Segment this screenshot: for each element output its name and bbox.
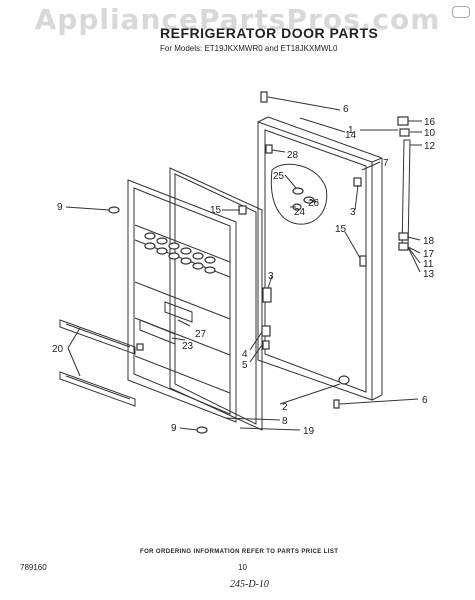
- callout-6a: 6: [343, 104, 349, 115]
- door-gasket: [169, 167, 263, 431]
- callout-3a: 3: [350, 207, 356, 218]
- door-shelves: [59, 319, 136, 407]
- outer-door-panel: [257, 116, 383, 401]
- small-parts: [108, 91, 367, 434]
- callout-10: 10: [424, 128, 436, 139]
- callout-15b: 15: [335, 224, 347, 235]
- callout-9b: 9: [171, 423, 177, 434]
- watermark: AppliancePartsPros.com: [34, 3, 441, 36]
- callout-5: 5: [242, 360, 248, 371]
- callout-1: 1: [348, 125, 354, 136]
- inner-door-liner: [127, 179, 237, 423]
- diagram-title: REFRIGERATOR DOOR PARTS: [160, 25, 379, 41]
- callout-27: 27: [195, 329, 207, 340]
- callout-20: 20: [52, 344, 64, 355]
- ordering-info-note: FOR ORDERING INFORMATION REFER TO PARTS …: [140, 549, 339, 555]
- model-numbers: For Models: ET19JKXMWR0 and ET18JKXMWL0: [160, 44, 338, 53]
- handwritten-note: 245-D-10: [230, 579, 269, 590]
- callout-25: 25: [273, 171, 285, 182]
- callout-9a: 9: [57, 202, 63, 213]
- callout-11: 11: [423, 259, 434, 270]
- callout-28: 28: [287, 150, 299, 161]
- callout-24: 24: [294, 207, 306, 218]
- corner-mark: [452, 6, 470, 18]
- callout-16: 16: [424, 117, 436, 128]
- page-number: 10: [238, 563, 247, 572]
- callout-4: 4: [242, 349, 248, 360]
- callout-18: 18: [423, 236, 435, 247]
- callout-23: 23: [182, 341, 194, 352]
- callout-19: 19: [303, 426, 315, 437]
- diagram-code: 789160: [20, 563, 47, 572]
- callout-8: 8: [282, 416, 288, 427]
- callout-labels: 6 16 1 14 10 12 28 7 25 26 24 3 15 15 9 …: [52, 104, 436, 437]
- leader-lines: [65, 96, 422, 431]
- callout-17: 17: [423, 249, 435, 260]
- callout-14: 14: [345, 130, 357, 141]
- callout-2: 2: [282, 402, 288, 413]
- foam-cutout-area: [270, 163, 328, 225]
- callout-7: 7: [383, 158, 389, 169]
- callout-6b: 6: [422, 395, 428, 406]
- door-handle: [397, 116, 411, 251]
- callout-3b: 3: [268, 271, 274, 282]
- callout-12: 12: [424, 141, 436, 152]
- callout-13: 13: [423, 269, 435, 280]
- callout-26: 26: [308, 198, 320, 209]
- callout-15a: 15: [210, 205, 222, 216]
